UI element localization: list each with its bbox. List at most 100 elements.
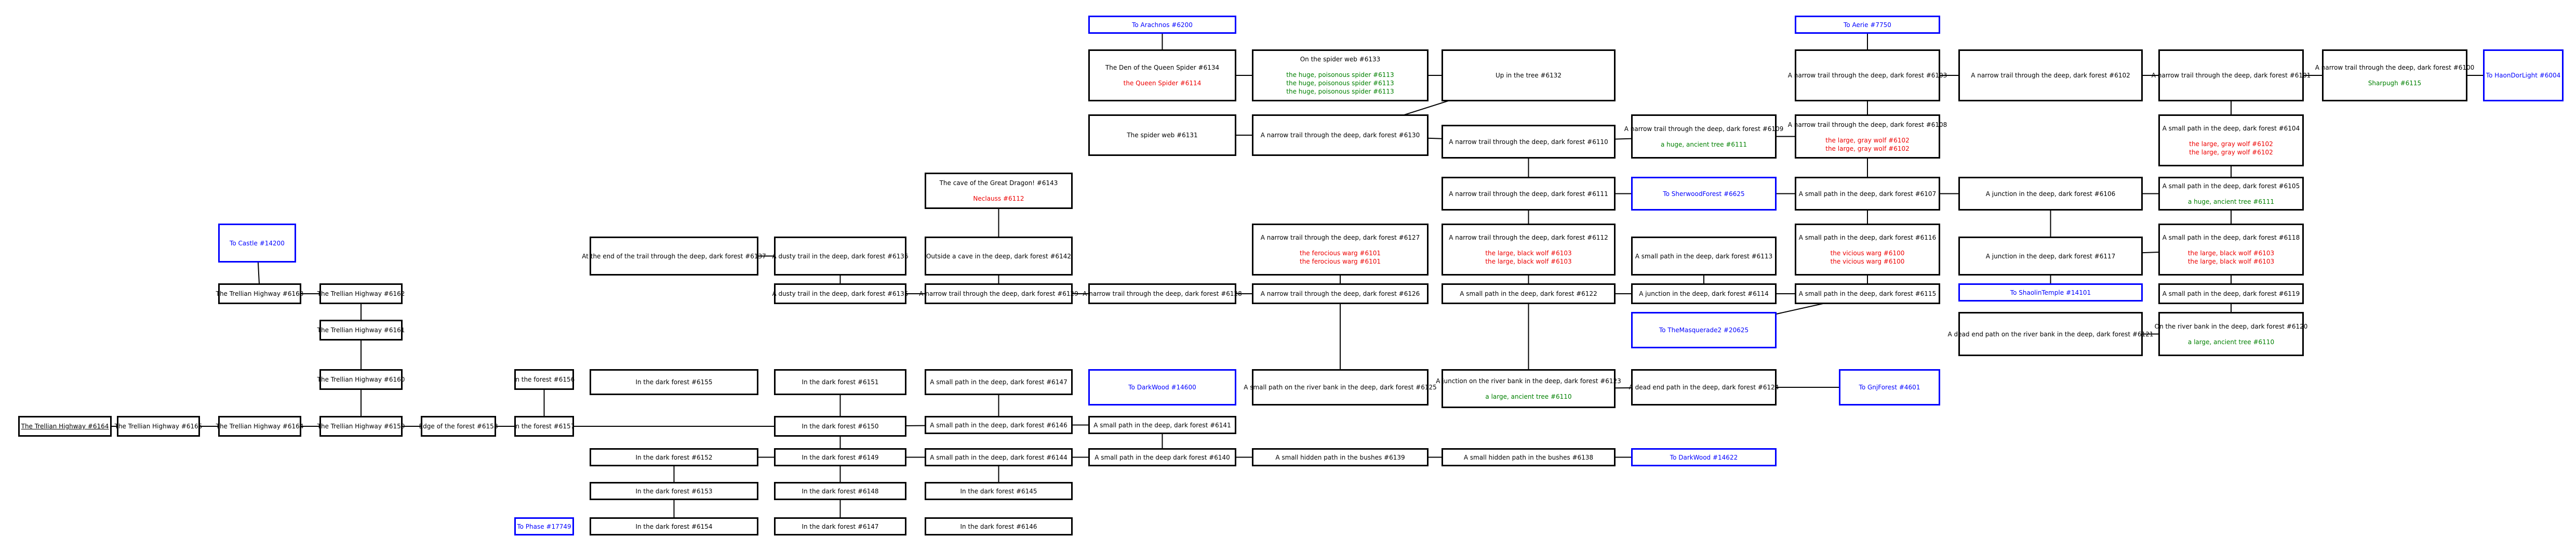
room-node[interactable]: A narrow trail through the deep, dark fo…: [1958, 49, 2143, 101]
room-node[interactable]: A small path in the deep, dark forest #6…: [1442, 283, 1616, 304]
room-node[interactable]: The Trellian Highway #6163: [216, 283, 304, 304]
room-node[interactable]: A narrow trail through the deep, dark fo…: [1083, 283, 1242, 304]
room-label: A small path in the deep, dark forest #6…: [1798, 190, 1937, 198]
zone-exit-node[interactable]: To SherwoodForest #6625: [1631, 177, 1777, 211]
room-label: A small path in the deep, dark forest #6…: [1798, 234, 1937, 241]
room-node[interactable]: The Trellian Highway #6159: [317, 416, 405, 437]
room-node[interactable]: A dusty trail in the deep, dark forest #…: [772, 283, 909, 304]
room-node[interactable]: At the end of the trail through the deep…: [582, 237, 766, 276]
room-node[interactable]: A narrow trail through the deep, dark fo…: [1788, 114, 1947, 159]
room-label: The Trellian Highway #6160: [317, 376, 405, 383]
room-node[interactable]: The Trellian Highway #6160: [317, 369, 405, 390]
room-node[interactable]: In the dark forest #6153: [590, 482, 758, 500]
room-label: In the dark forest #6151: [802, 378, 879, 386]
room-label: A narrow trail through the deep, dark fo…: [2315, 64, 2475, 71]
room-node[interactable]: A narrow trail through the deep, dark fo…: [2315, 49, 2474, 101]
room-label: In the dark forest #6148: [802, 487, 879, 495]
room-label: The Trellian Highway #6163: [216, 290, 304, 297]
room-node[interactable]: A narrow trail through the deep, dark fo…: [1624, 114, 1783, 159]
room-node[interactable]: A dead end path in the deep, dark forest…: [1629, 369, 1779, 406]
room-node[interactable]: A small path in the deep, dark forest #6…: [2158, 114, 2304, 166]
zone-exit-node[interactable]: To DarkWood #14600: [1088, 369, 1236, 406]
room-label: To Aerie #7750: [1844, 21, 1891, 29]
room-node[interactable]: The spider web #6131: [1088, 114, 1236, 156]
room-label: To DarkWood #14622: [1670, 453, 1738, 461]
room-node[interactable]: A small path in the deep, dark forest #6…: [2158, 224, 2304, 276]
zone-exit-node[interactable]: To HaonDorLight #6004: [2483, 49, 2564, 101]
room-node[interactable]: A small path in the deep, dark forest #6…: [1795, 177, 1940, 211]
room-node[interactable]: In the dark forest #6147: [774, 517, 906, 535]
room-label: A small path in the deep, dark forest #6…: [2162, 234, 2300, 241]
zone-exit-node[interactable]: To TheMasquerade2 #20625: [1631, 312, 1777, 348]
room-node[interactable]: A small path in the deep, dark forest #6…: [925, 416, 1073, 434]
zone-exit-node[interactable]: To Arachnos #6200: [1088, 16, 1236, 34]
room-node[interactable]: Up in the tree #6132: [1442, 49, 1616, 101]
mob-label: the large, gray wolf #6102: [2189, 140, 2273, 148]
room-node[interactable]: A junction on the river bank in the deep…: [1436, 369, 1621, 408]
room-node[interactable]: Edge of the forest #6158: [419, 416, 498, 437]
room-node[interactable]: A small path in the deep, dark forest #6…: [1795, 283, 1940, 304]
room-node[interactable]: Outside a cave in the deep, dark forest …: [925, 237, 1073, 276]
room-label: A narrow trail through the deep, dark fo…: [1449, 190, 1608, 198]
room-node[interactable]: The Trellian Highway #6165: [115, 416, 202, 437]
zone-exit-node[interactable]: To Phase #17749: [514, 517, 574, 535]
room-node[interactable]: A dead end path on the river bank in the…: [1948, 312, 2154, 356]
zone-exit-node[interactable]: To GnjForest #4601: [1839, 369, 1940, 406]
room-node[interactable]: A narrow trail through the deep, dark fo…: [1252, 224, 1429, 276]
room-node[interactable]: A small path on the river bank in the de…: [1244, 369, 1437, 406]
room-node[interactable]: A small path in the deep dark forest #61…: [1088, 448, 1236, 466]
room-node[interactable]: In the dark forest #6150: [774, 416, 906, 437]
room-node[interactable]: The Trellian Highway #6162: [317, 283, 405, 304]
item-label: the huge, poisonous spider #6113: [1286, 88, 1394, 95]
room-node[interactable]: The Trellian Highway #6164: [216, 416, 304, 437]
room-node[interactable]: A small path in the deep, dark forest #6…: [2158, 283, 2304, 304]
room-node[interactable]: A narrow trail through the deep, dark fo…: [1252, 283, 1429, 304]
room-node[interactable]: In the dark forest #6148: [774, 482, 906, 500]
room-node[interactable]: In the dark forest #6154: [590, 517, 758, 535]
room-node[interactable]: A small hidden path in the bushes #6139: [1252, 448, 1429, 466]
room-node[interactable]: The Trellian Highway #6161: [317, 320, 405, 341]
room-node[interactable]: A narrow trail through the deep, dark fo…: [919, 283, 1078, 304]
room-node[interactable]: A small path in the deep, dark forest #6…: [925, 448, 1073, 466]
room-node[interactable]: A narrow trail through the deep, dark fo…: [1442, 125, 1616, 159]
room-node[interactable]: A narrow trail through the deep, dark fo…: [2152, 49, 2311, 101]
zone-exit-node[interactable]: To ShaolinTemple #14101: [1958, 283, 2143, 302]
zone-exit-node[interactable]: To Castle #14200: [218, 224, 296, 263]
room-node[interactable]: A narrow trail through the deep, dark fo…: [1252, 114, 1429, 156]
mob-label: the large, gray wolf #6102: [1825, 136, 1910, 144]
room-label: To TheMasquerade2 #20625: [1659, 326, 1749, 334]
room-node[interactable]: A small hidden path in the bushes #6138: [1442, 448, 1616, 466]
room-node[interactable]: A dusty trail in the deep, dark forest #…: [772, 237, 909, 276]
room-node[interactable]: A junction in the deep, dark forest #610…: [1958, 177, 2143, 211]
room-node[interactable]: In the dark forest #6155: [590, 369, 758, 395]
room-node[interactable]: A junction in the deep, dark forest #611…: [1631, 283, 1777, 304]
room-node[interactable]: A junction in the deep, dark forest #611…: [1958, 237, 2143, 276]
room-node[interactable]: A narrow trail through the deep, dark fo…: [1788, 49, 1947, 101]
room-node[interactable]: The Trellian Highway #6164: [18, 416, 112, 437]
room-node[interactable]: In the dark forest #6146: [925, 517, 1073, 535]
room-node[interactable]: A small path in the deep, dark forest #6…: [1631, 237, 1777, 276]
room-node[interactable]: A small path in the deep, dark forest #6…: [1088, 416, 1236, 434]
room-node[interactable]: A small path in the deep, dark forest #6…: [1795, 224, 1940, 276]
room-node[interactable]: In the dark forest #6145: [925, 482, 1073, 500]
item-label: a huge, ancient tree #6111: [1661, 140, 1747, 148]
room-node[interactable]: In the forest #6157: [514, 416, 575, 437]
room-node[interactable]: A narrow trail through the deep, dark fo…: [1442, 177, 1616, 211]
room-node[interactable]: In the dark forest #6149: [774, 448, 906, 466]
mob-label: the large, black wolf #6103: [2187, 258, 2275, 265]
room-node[interactable]: On the river bank in the deep, dark fore…: [2155, 312, 2307, 356]
room-node[interactable]: In the dark forest #6152: [590, 448, 758, 466]
room-node[interactable]: A narrow trail through the deep, dark fo…: [1442, 224, 1616, 276]
room-node[interactable]: A small path in the deep, dark forest #6…: [2158, 177, 2304, 211]
zone-exit-node[interactable]: To DarkWood #14622: [1631, 448, 1777, 466]
room-label: In the dark forest #6152: [635, 453, 713, 461]
room-node[interactable]: A small path in the deep, dark forest #6…: [925, 369, 1073, 395]
room-node[interactable]: In the dark forest #6151: [774, 369, 906, 395]
zone-exit-node[interactable]: To Aerie #7750: [1795, 16, 1940, 34]
room-label: The Trellian Highway #6164: [216, 423, 304, 430]
item-label: the huge, poisonous spider #6113: [1286, 80, 1394, 87]
room-node[interactable]: In the forest #6156: [514, 369, 575, 390]
